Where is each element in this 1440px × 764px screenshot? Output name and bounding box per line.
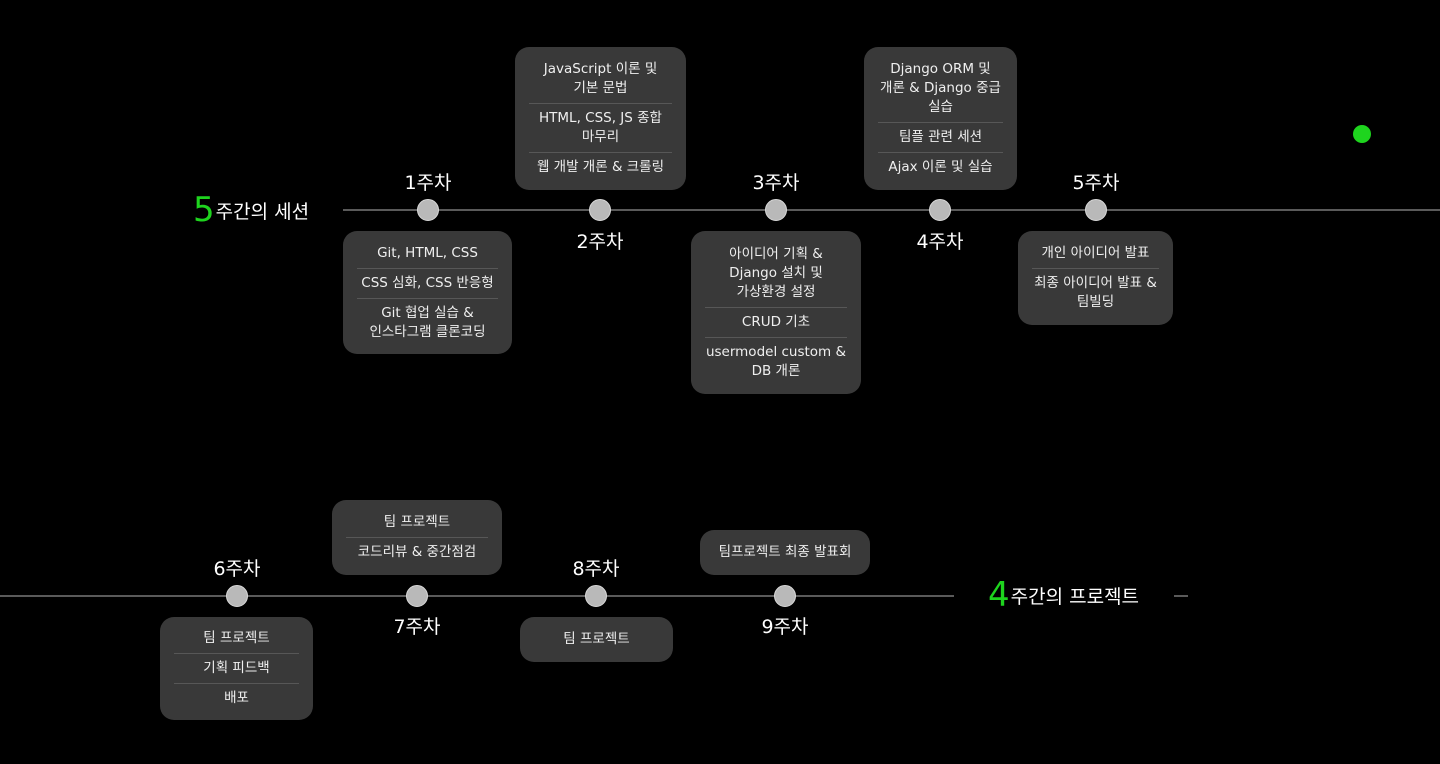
- sessions-title-text: 주간의 세션: [215, 201, 310, 223]
- week-9-label: 9주차: [761, 616, 809, 638]
- week-2-item: HTML, CSS, JS 종합 마무리: [529, 104, 672, 153]
- week-8-dot[interactable]: [585, 585, 607, 607]
- status-indicator-dot: [1353, 125, 1371, 143]
- week-5-item: 개인 아이디어 발표: [1032, 239, 1159, 269]
- week-3-item: usermodel custom & DB 개론: [705, 343, 847, 379]
- week-1-card: Git, HTML, CSS CSS 심화, CSS 반응형 Git 협업 실습…: [343, 231, 512, 354]
- week-7-label: 7주차: [393, 616, 441, 638]
- week-5-dot[interactable]: [1085, 199, 1107, 221]
- week-4-label: 4주차: [916, 231, 964, 253]
- sessions-timeline-line: [343, 209, 1440, 211]
- week-3-item: 아이디어 기획 & Django 설치 및 가상환경 설정: [705, 240, 847, 308]
- week-4-card: Django ORM 및 개론 & Django 중급 실습 팀플 관련 세션 …: [864, 47, 1017, 190]
- week-2-item: JavaScript 이론 및 기본 문법: [529, 55, 672, 104]
- week-9-item: 팀프로젝트 최종 발표회: [718, 544, 852, 560]
- week-3-item: CRUD 기초: [705, 308, 847, 338]
- projects-title-number: 4: [988, 575, 1010, 615]
- week-4-dot[interactable]: [929, 199, 951, 221]
- projects-title-text: 주간의 프로젝트: [1010, 586, 1140, 608]
- week-3-card: 아이디어 기획 & Django 설치 및 가상환경 설정 CRUD 기초 us…: [691, 231, 861, 394]
- week-8-item: 팀 프로젝트: [563, 631, 630, 647]
- week-7-card: 팀 프로젝트 코드리뷰 & 중간점검: [332, 500, 502, 575]
- week-7-item: 코드리뷰 & 중간점검: [357, 544, 477, 560]
- week-6-dot[interactable]: [226, 585, 248, 607]
- projects-title: 4주간의 프로젝트: [988, 575, 1139, 615]
- week-4-item: Django ORM 및 개론 & Django 중급 실습: [878, 55, 1003, 123]
- week-6-item: 배포: [224, 690, 249, 706]
- week-2-item: 웹 개발 개론 & 크롤링: [536, 159, 665, 175]
- week-9-card: 팀프로젝트 최종 발표회: [700, 530, 870, 575]
- week-6-label: 6주차: [213, 558, 261, 580]
- week-4-item: 팀플 관련 세션: [878, 123, 1003, 153]
- week-1-item: Git, HTML, CSS: [357, 239, 498, 269]
- week-6-item: 팀 프로젝트: [174, 624, 299, 654]
- week-1-item: Git 협업 실습 & 인스타그램 클론코딩: [369, 304, 486, 340]
- week-2-dot[interactable]: [589, 199, 611, 221]
- week-4-item: Ajax 이론 및 실습: [888, 159, 993, 175]
- week-2-label: 2주차: [576, 231, 624, 253]
- week-5-label: 5주차: [1072, 172, 1120, 194]
- week-1-item: CSS 심화, CSS 반응형: [357, 269, 498, 299]
- week-8-card: 팀 프로젝트: [520, 617, 673, 662]
- week-6-card: 팀 프로젝트 기획 피드백 배포: [160, 617, 313, 720]
- week-5-item: 최종 아이디어 발표 & 팀빌딩: [1034, 275, 1157, 310]
- week-2-card: JavaScript 이론 및 기본 문법 HTML, CSS, JS 종합 마…: [515, 47, 686, 190]
- projects-timeline-line: [0, 595, 954, 597]
- week-7-dot[interactable]: [406, 585, 428, 607]
- week-8-label: 8주차: [572, 558, 620, 580]
- projects-timeline-dash: [1174, 595, 1188, 597]
- week-1-label: 1주차: [404, 172, 452, 194]
- sessions-title: 5주간의 세션: [193, 190, 309, 230]
- week-6-item: 기획 피드백: [174, 654, 299, 684]
- week-9-dot[interactable]: [774, 585, 796, 607]
- week-5-card: 개인 아이디어 발표 최종 아이디어 발표 & 팀빌딩: [1018, 231, 1173, 325]
- week-1-dot[interactable]: [417, 199, 439, 221]
- sessions-title-number: 5: [193, 190, 215, 230]
- week-3-dot[interactable]: [765, 199, 787, 221]
- week-3-label: 3주차: [752, 172, 800, 194]
- week-7-item: 팀 프로젝트: [346, 508, 488, 538]
